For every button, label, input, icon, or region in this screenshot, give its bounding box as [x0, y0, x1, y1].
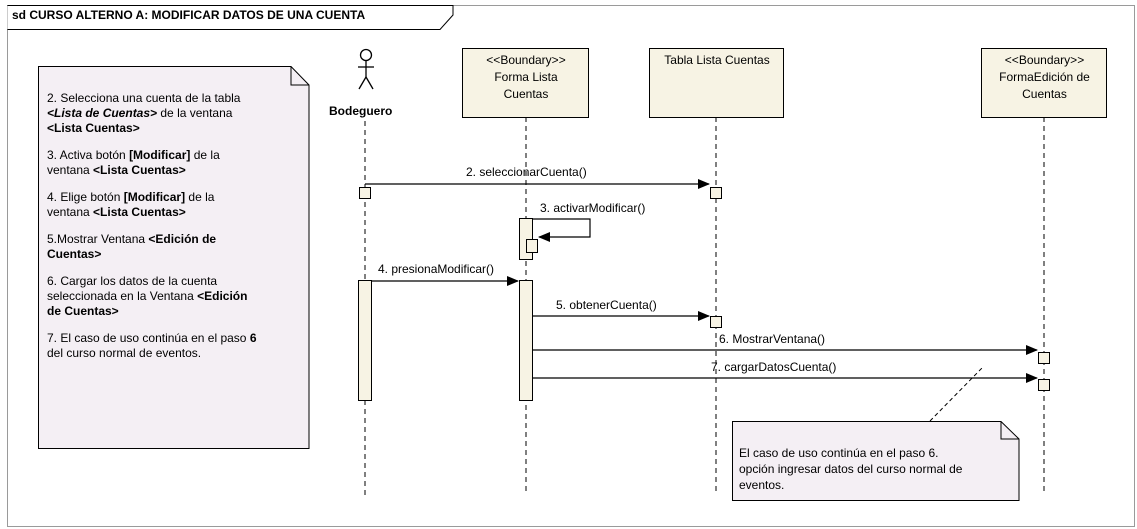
actor-name: Bodeguero — [329, 104, 393, 118]
message-label-5: 5. obtenerCuenta() — [556, 298, 657, 312]
note-step-7: 7. El caso de uso continúa en el paso 6 … — [47, 331, 257, 360]
lifeline-box-forma-lista — [462, 48, 589, 118]
lifeline-name-line2: Cuentas — [1022, 87, 1067, 101]
left-note-fold — [290, 66, 309, 86]
left-note: 2. Selecciona una cuenta de la tabla <Li… — [47, 91, 305, 373]
bottom-note-line3: eventos. — [739, 478, 785, 492]
message-label-7: 7. cargarDatosCuenta() — [711, 360, 836, 374]
lifeline-name-line2: Cuentas — [503, 87, 549, 101]
stereotype-label: <<Boundary>> — [1004, 53, 1085, 67]
message-arrow-3-self — [533, 218, 591, 242]
bottom-note-fold — [1000, 421, 1019, 440]
note-step-5: 5.Mostrar Ventana <Edición de Cuentas> — [47, 232, 217, 261]
activation-forma-edicion-2 — [1038, 379, 1050, 391]
note-step-3: 3. Activa botón [Modificar] de la ventan… — [47, 148, 220, 177]
frame-title-tab — [7, 5, 454, 30]
activation-actor-long — [358, 280, 372, 401]
note-connector — [929, 367, 983, 422]
lifeline-label-forma-edicion: <<Boundary>> FormaEdición de Cuentas — [982, 52, 1107, 103]
bottom-note: El caso de uso continúa en el paso 6. op… — [739, 445, 1019, 493]
lifeline-label-forma-lista: <<Boundary>> Forma Lista Cuentas — [463, 52, 589, 103]
message-label-2: 2. seleccionarCuenta() — [466, 165, 587, 179]
note-step-2: 2. Selecciona una cuenta de la tabla <Li… — [47, 91, 241, 135]
lifeline-box-forma-edicion — [981, 48, 1107, 118]
lifeline-box-tabla — [649, 48, 784, 118]
activation-forma-lista-2 — [519, 280, 533, 401]
bottom-note-shape — [732, 421, 1020, 501]
bottom-note-line1: El caso de uso continúa en el paso 6. — [739, 446, 939, 460]
lifeline-name-line1: Tabla Lista Cuentas — [664, 53, 770, 67]
activation-tabla-1 — [710, 187, 722, 199]
message-label-6: 6. MostrarVentana() — [719, 332, 825, 346]
activation-forma-lista-nested — [526, 239, 538, 253]
left-note-shape — [38, 66, 310, 449]
note-step-6: 6. Cargar los datos de la cuenta selecci… — [47, 274, 248, 318]
lifeline-name-line1: FormaEdición de — [999, 70, 1090, 84]
activation-forma-edicion-1 — [1038, 352, 1050, 364]
lifeline-name-line1: Forma Lista — [494, 70, 558, 84]
message-label-3: 3. activarModificar() — [540, 201, 645, 215]
stereotype-label: <<Boundary>> — [486, 53, 566, 67]
note-step-4: 4. Elige botón [Modificar] de la ventana… — [47, 190, 215, 219]
activation-tabla-2 — [710, 316, 722, 328]
message-label-4: 4. presionaModificar() — [378, 262, 494, 276]
bottom-note-line2: opción ingresar datos del curso normal d… — [739, 462, 963, 476]
lifeline-label-tabla: Tabla Lista Cuentas — [650, 52, 784, 69]
frame-title: sd CURSO ALTERNO A: MODIFICAR DATOS DE U… — [12, 8, 366, 22]
actor-figure — [358, 48, 374, 90]
activation-actor-small — [359, 187, 371, 199]
